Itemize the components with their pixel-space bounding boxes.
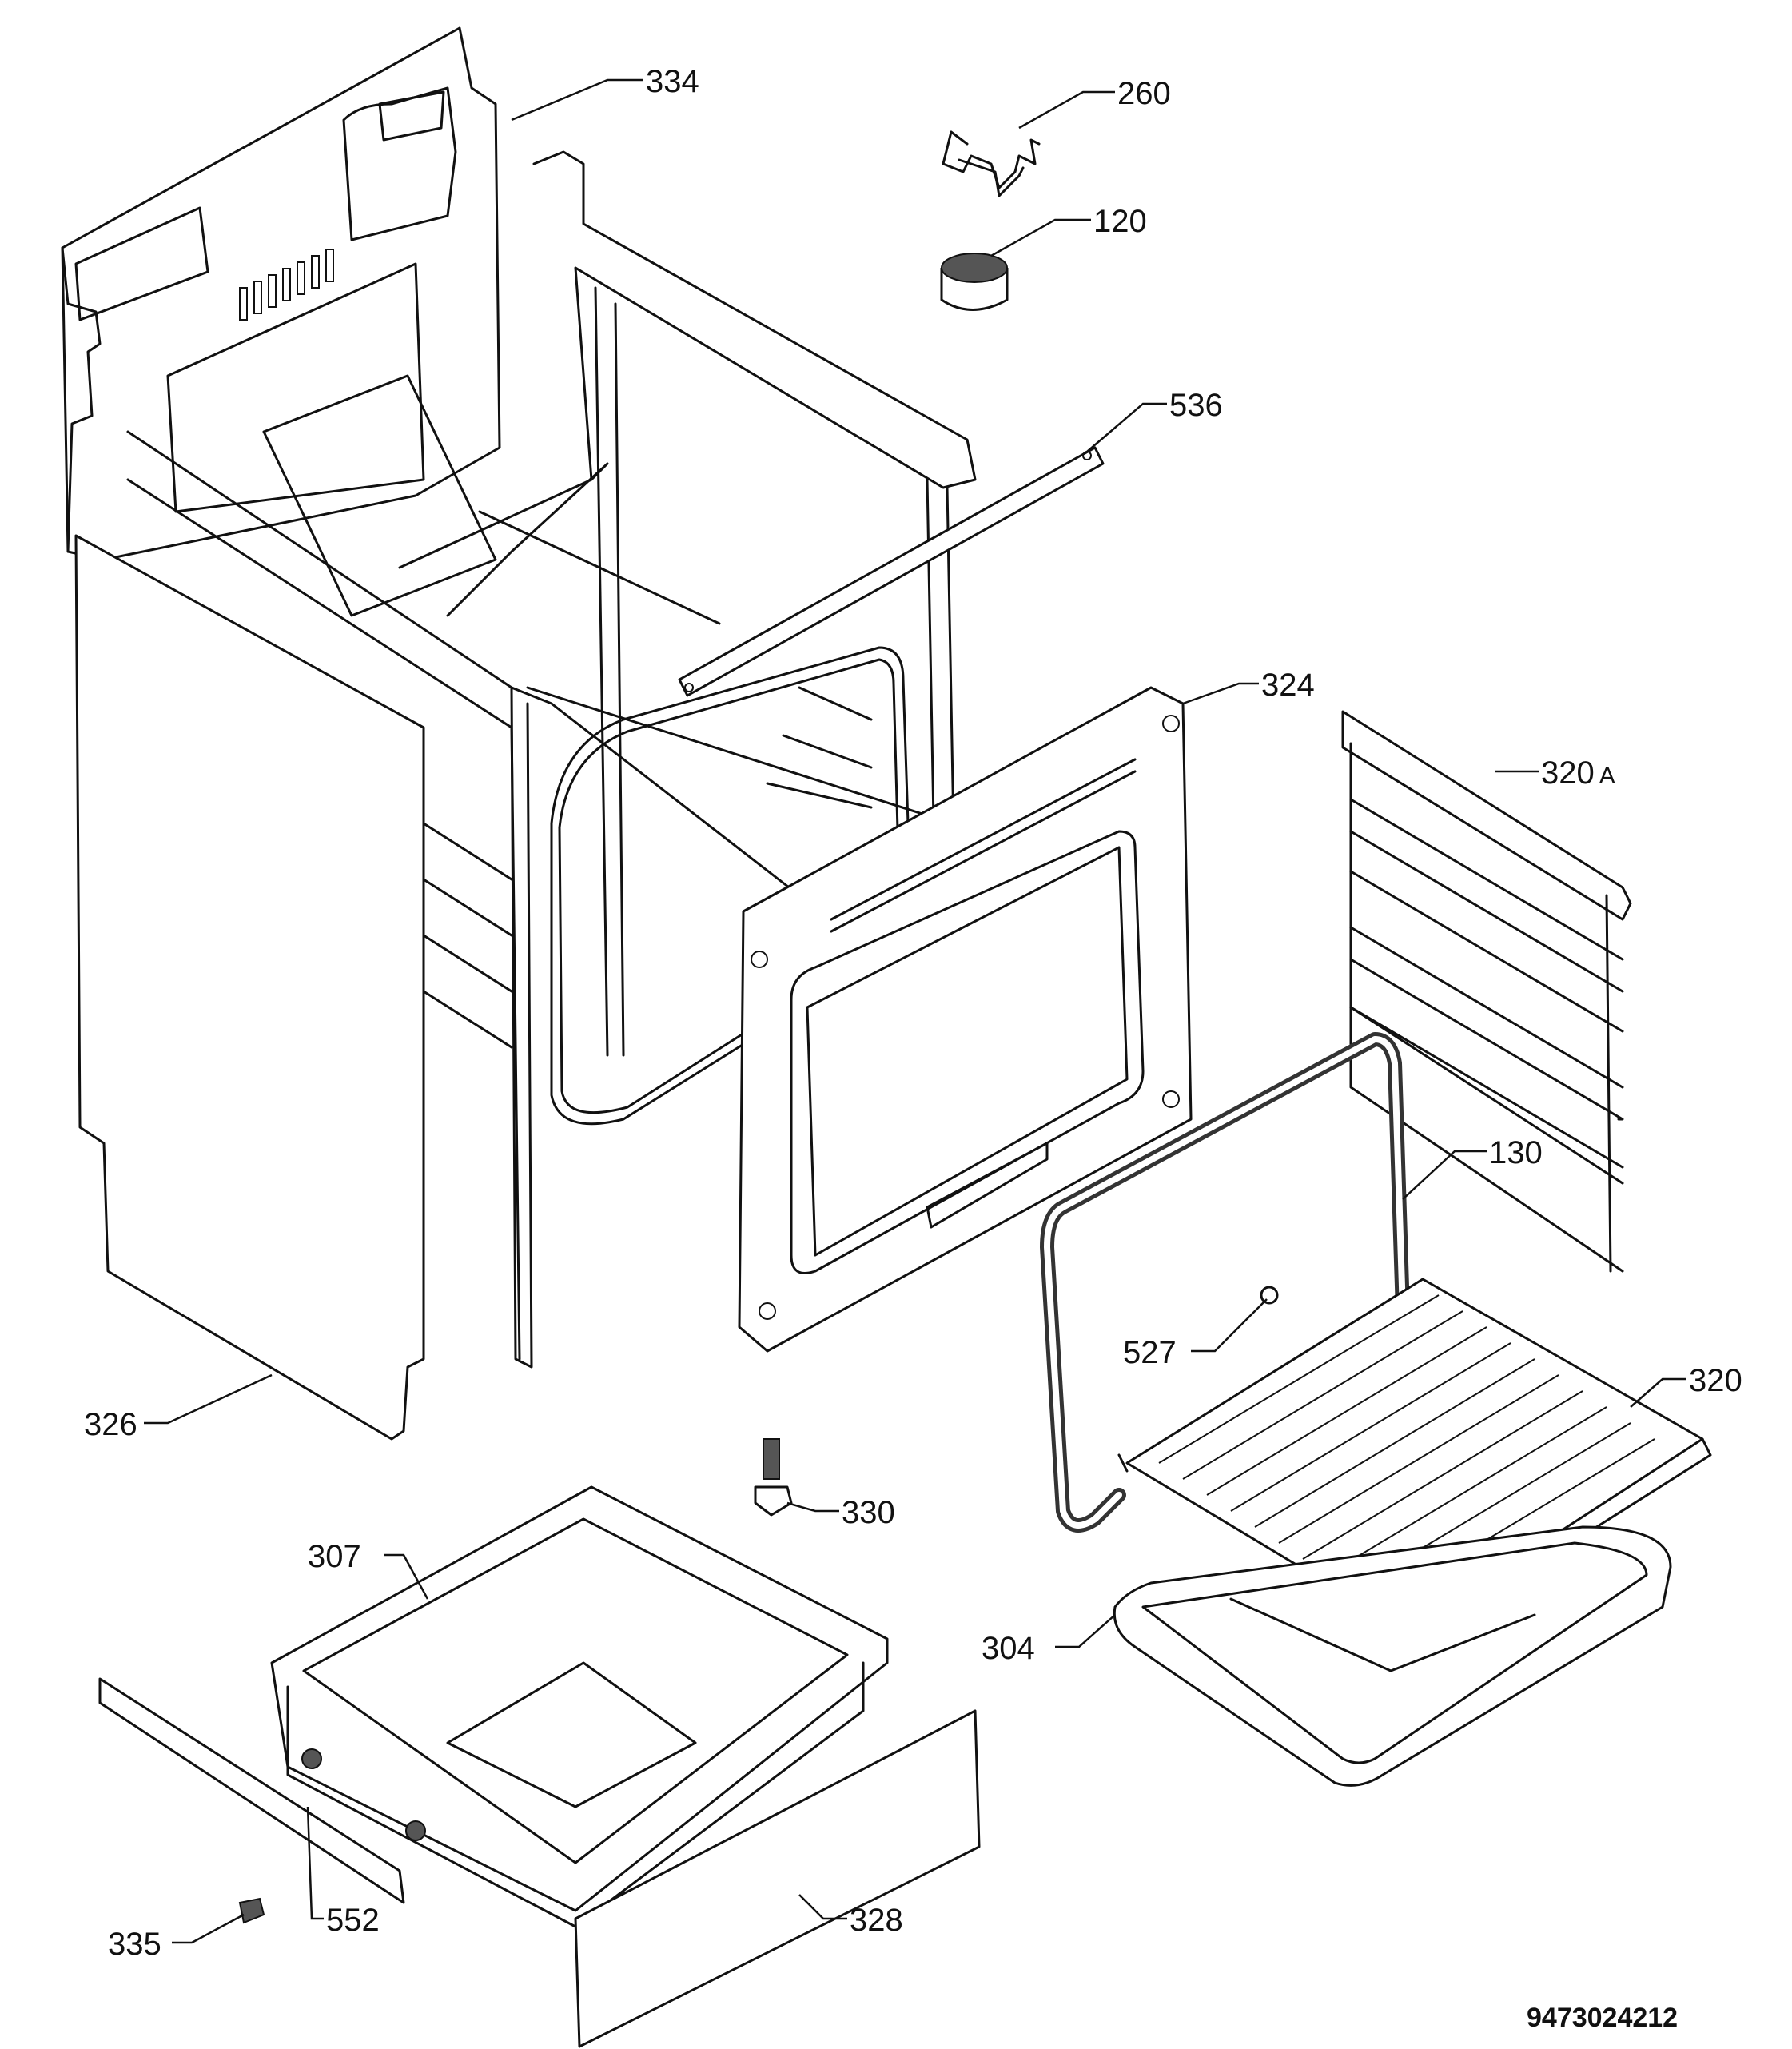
part-120-cap bbox=[940, 253, 1009, 311]
callout-335: 335 bbox=[108, 1927, 161, 1962]
callout-330: 330 bbox=[842, 1495, 895, 1530]
oven-door-inner-frame bbox=[550, 646, 913, 1126]
part-527-nut bbox=[1260, 1286, 1279, 1305]
callout-328: 328 bbox=[850, 1903, 903, 1938]
callout-260: 260 bbox=[1117, 76, 1171, 111]
part-326-side-panel bbox=[74, 534, 425, 1441]
callout-leaders bbox=[144, 78, 1686, 1944]
callout-334: 334 bbox=[646, 64, 699, 99]
callout-326: 326 bbox=[84, 1407, 137, 1442]
callout-304: 304 bbox=[982, 1631, 1035, 1666]
callout-320: 320 bbox=[1689, 1363, 1742, 1398]
part-536-rail bbox=[678, 446, 1105, 697]
callout-552: 552 bbox=[326, 1903, 380, 1938]
part-320a-shelf-runners bbox=[1341, 710, 1632, 1273]
part-130-door-seal bbox=[1040, 1032, 1410, 1533]
document-number: 9473024212 bbox=[1527, 2003, 1678, 2033]
part-324-door-frame bbox=[738, 686, 1193, 1353]
callout-527: 527 bbox=[1123, 1335, 1177, 1370]
callout-120: 120 bbox=[1093, 204, 1147, 239]
callout-536: 536 bbox=[1169, 388, 1223, 423]
callout-130: 130 bbox=[1489, 1135, 1543, 1170]
part-335-screw bbox=[238, 1897, 265, 1924]
part-304-baking-tray bbox=[1113, 1525, 1672, 1787]
part-552-drawer-runner bbox=[98, 1677, 405, 1904]
shelf-wires bbox=[1158, 1294, 1655, 1608]
part-307-drawer bbox=[270, 1485, 889, 1928]
part-328-drawer-front bbox=[574, 1709, 981, 2048]
vent-slots bbox=[239, 249, 334, 321]
part-320-wire-shelf bbox=[1117, 1278, 1712, 1648]
part-260-clip bbox=[942, 130, 1041, 197]
part-330-bolt bbox=[754, 1438, 793, 1517]
oven-cavity bbox=[126, 374, 933, 1361]
callout-324: 324 bbox=[1261, 668, 1315, 703]
callout-307: 307 bbox=[308, 1539, 361, 1574]
